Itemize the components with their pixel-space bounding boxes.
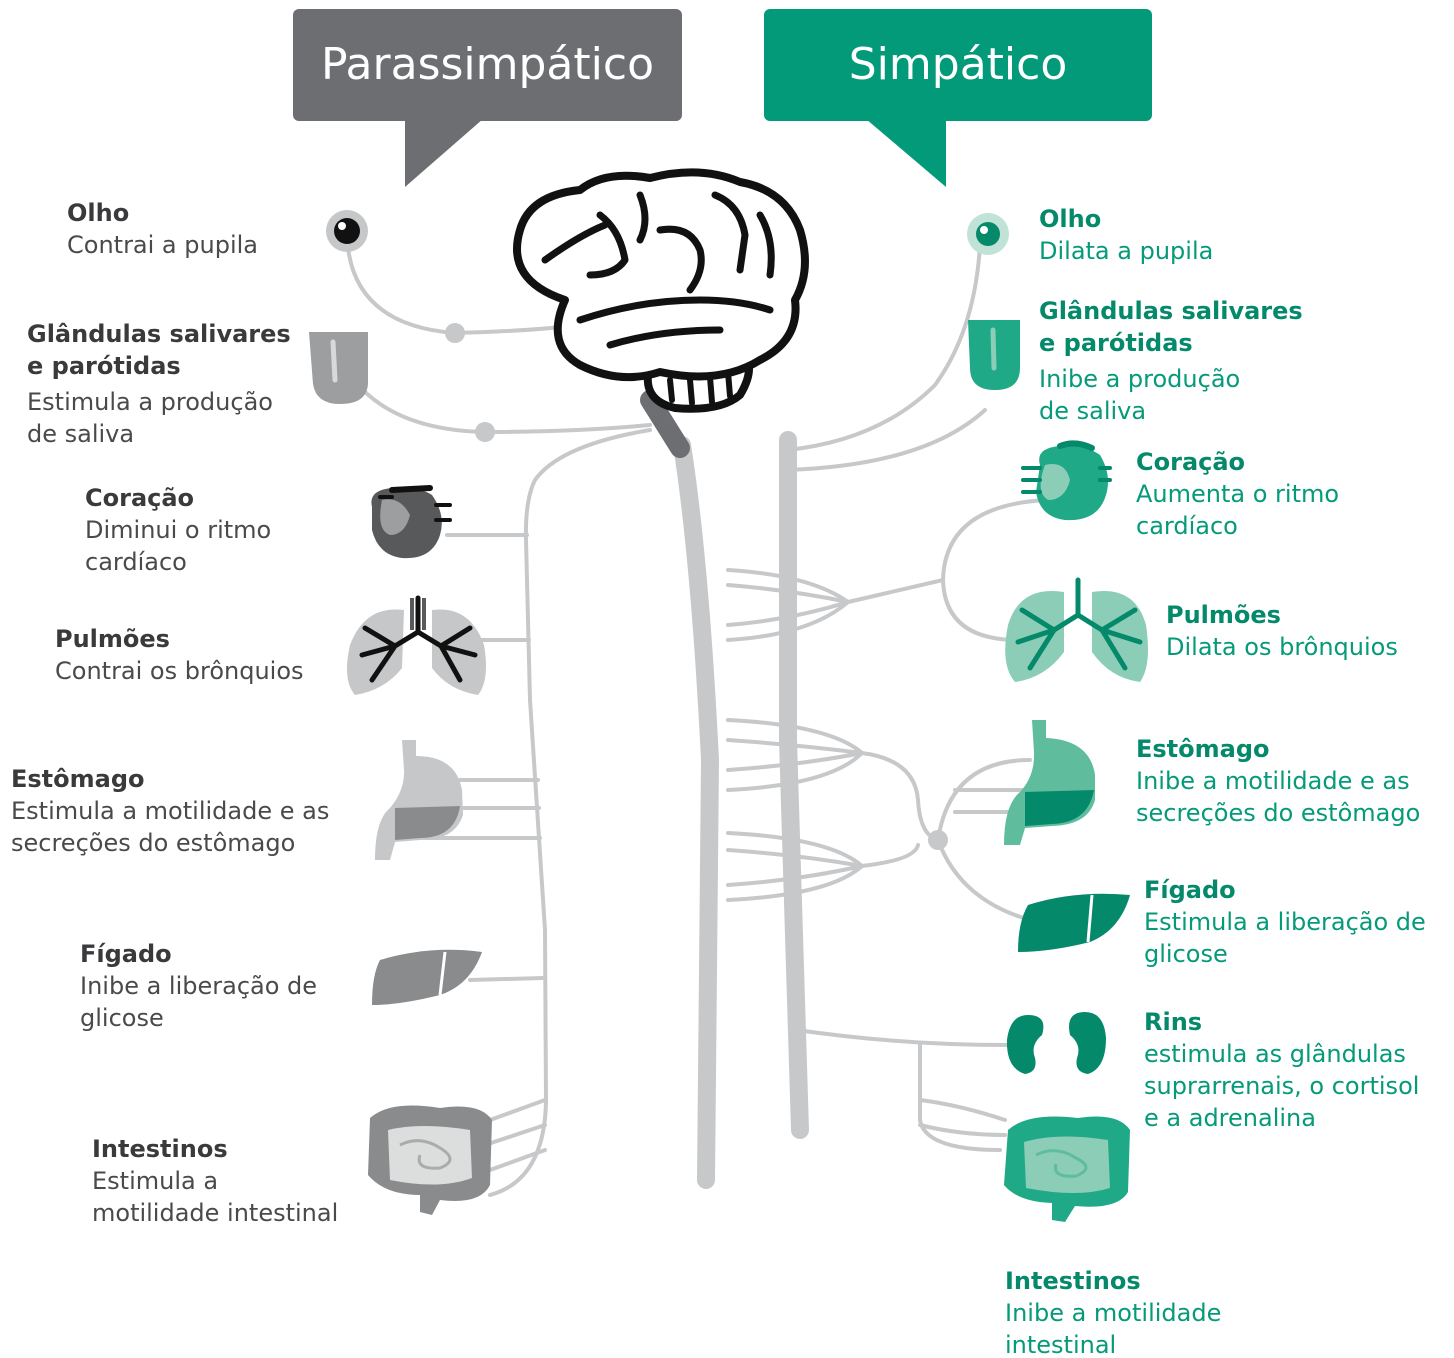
sympathetic-heart-label: Coração Aumenta o ritmo cardíaco: [1136, 446, 1339, 542]
brain-icon: [517, 172, 805, 408]
organ-effect: cardíaco: [85, 546, 271, 578]
parasympathetic-eye-label: Olho Contrai a pupila: [67, 197, 258, 261]
organ-effect: Inibe a motilidade: [1005, 1297, 1221, 1329]
organ-name: Glândulas salivares: [27, 318, 291, 350]
organ-effect: Estimula a: [92, 1165, 338, 1197]
organ-effect: suprarrenais, o cortisol: [1144, 1070, 1419, 1102]
organ-name: Coração: [85, 482, 271, 514]
organ-effect: estimula as glândulas: [1144, 1038, 1419, 1070]
sympathetic-title: Simpático: [764, 9, 1152, 121]
organ-name: Fígado: [80, 938, 317, 970]
parasympathetic-salivary-gland-icon: [309, 332, 368, 404]
organ-name: e parótidas: [27, 350, 291, 382]
sympathetic-eye-icon: [967, 213, 1009, 255]
ganglion-icon: [475, 422, 495, 442]
organ-effect: Diminui o ritmo: [85, 514, 271, 546]
sympathetic-stomach-icon: [1004, 720, 1095, 845]
organ-effect: motilidade intestinal: [92, 1197, 338, 1229]
organ-effect: Dilata a pupila: [1039, 235, 1213, 267]
organ-effect: Estimula a liberação de: [1144, 906, 1426, 938]
organ-effect: de saliva: [27, 418, 291, 450]
organ-name: Estômago: [11, 763, 329, 795]
organ-effect: glicose: [1144, 938, 1426, 970]
sympathetic-eye-label: Olho Dilata a pupila: [1039, 203, 1213, 267]
organ-name: Olho: [67, 197, 258, 229]
organ-effect: secreções do estômago: [11, 827, 329, 859]
organ-effect: Inibe a liberação de: [80, 970, 317, 1002]
organ-name: Intestinos: [92, 1133, 338, 1165]
parasympathetic-heart-label: Coração Diminui o ritmo cardíaco: [85, 482, 271, 578]
organ-effect: cardíaco: [1136, 510, 1339, 542]
organ-effect: Inibe a produção: [1039, 363, 1303, 395]
sympathetic-stomach-label: Estômago Inibe a motilidade e as secreçõ…: [1136, 733, 1420, 829]
parasympathetic-title: Parassimpático: [293, 9, 682, 121]
organ-name: Olho: [1039, 203, 1213, 235]
sympathetic-kidneys-label: Rins estimula as glândulas suprarrenais,…: [1144, 1006, 1419, 1134]
organ-name: Estômago: [1136, 733, 1420, 765]
organ-name: Rins: [1144, 1006, 1419, 1038]
organ-effect: de saliva: [1039, 395, 1303, 427]
organ-name: Intestinos: [1005, 1265, 1221, 1297]
parasympathetic-salivary-label: Glândulas salivares e parótidas Estimula…: [27, 318, 291, 450]
parasympathetic-stomach-label: Estômago Estimula a motilidade e as secr…: [11, 763, 329, 859]
spinal-cord: [682, 445, 710, 1180]
organ-name: e parótidas: [1039, 327, 1303, 359]
organ-effect: Dilata os brônquios: [1166, 631, 1398, 663]
organ-name: Coração: [1136, 446, 1339, 478]
parasympathetic-lungs-icon: [347, 598, 486, 695]
sympathetic-intestines-label: Intestinos Inibe a motilidade intestinal: [1005, 1265, 1221, 1358]
organ-effect: secreções do estômago: [1136, 797, 1420, 829]
organ-effect: Aumenta o ritmo: [1136, 478, 1339, 510]
parasympathetic-liver-icon: [372, 950, 482, 1005]
organ-effect: Estimula a motilidade e as: [11, 795, 329, 827]
organ-name: Pulmões: [1166, 599, 1398, 631]
sympathetic-lungs-icon: [1005, 580, 1148, 682]
parasympathetic-stomach-icon: [375, 740, 463, 860]
sympathetic-salivary-gland-icon: [968, 320, 1020, 390]
organ-name: Fígado: [1144, 874, 1426, 906]
organ-name: Pulmões: [55, 623, 304, 655]
parasympathetic-lungs-label: Pulmões Contrai os brônquios: [55, 623, 304, 687]
ganglion-icon: [928, 830, 948, 850]
sympathetic-intestines-icon: [1004, 1117, 1130, 1223]
organ-effect: Contrai a pupila: [67, 229, 258, 261]
sympathetic-kidneys-icon: [1007, 1012, 1106, 1074]
organ-effect: e a adrenalina: [1144, 1102, 1419, 1134]
sympathetic-lungs-label: Pulmões Dilata os brônquios: [1166, 599, 1398, 663]
parasympathetic-intestines-icon: [368, 1106, 492, 1215]
sympathetic-liver-icon: [1018, 894, 1130, 952]
organ-name: Glândulas salivares: [1039, 295, 1303, 327]
organ-effect: Estimula a produção: [27, 386, 291, 418]
organ-effect: Inibe a motilidade e as: [1136, 765, 1420, 797]
sympathetic-liver-label: Fígado Estimula a liberação de glicose: [1144, 874, 1426, 970]
sympathetic-salivary-label: Glândulas salivares e parótidas Inibe a …: [1039, 295, 1303, 427]
organ-effect: glicose: [80, 1002, 317, 1034]
parasympathetic-intestines-label: Intestinos Estimula a motilidade intesti…: [92, 1133, 338, 1229]
organ-effect: Contrai os brônquios: [55, 655, 304, 687]
ganglion-icon: [445, 323, 465, 343]
parasympathetic-heart-icon: [371, 488, 450, 559]
sympathetic-chain: [788, 440, 800, 1130]
sympathetic-heart-icon: [1023, 443, 1110, 520]
parasympathetic-eye-icon: [326, 210, 368, 252]
parasympathetic-liver-label: Fígado Inibe a liberação de glicose: [80, 938, 317, 1034]
organ-effect: intestinal: [1005, 1329, 1221, 1358]
